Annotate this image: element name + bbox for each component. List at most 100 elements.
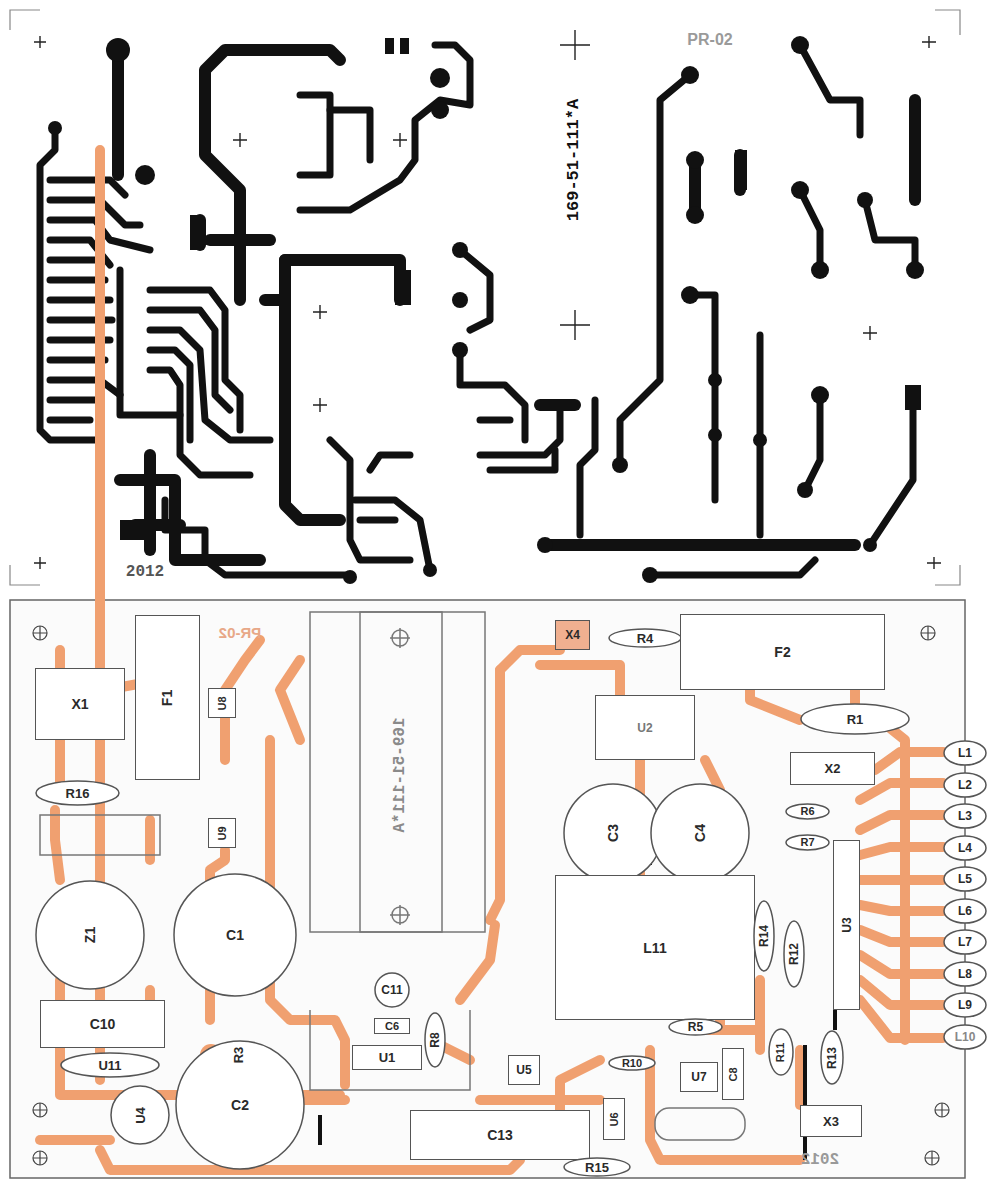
- component-outline: C4: [650, 783, 750, 883]
- component-outline: U6: [603, 1098, 625, 1140]
- part-designator: U3: [841, 917, 853, 932]
- part-designator: C10: [90, 1017, 116, 1031]
- part-designator: R14: [758, 925, 770, 947]
- component-outline: L2: [943, 772, 987, 798]
- part-designator: U8: [217, 696, 228, 710]
- part-designator: R5: [688, 1021, 703, 1033]
- board-marking: PR-02: [687, 32, 732, 48]
- part-designator: R8: [429, 1032, 441, 1047]
- part-designator: F1: [161, 689, 175, 705]
- part-designator: R12: [788, 943, 800, 965]
- component-outline: U3: [833, 840, 860, 1010]
- part-designator: U2: [637, 722, 652, 734]
- component-outline: X1: [35, 668, 125, 740]
- component-outline: R15: [563, 1157, 631, 1177]
- part-designator: U1: [379, 1051, 396, 1064]
- component-outline: C10: [40, 1000, 165, 1048]
- part-designator: R10: [622, 1058, 642, 1069]
- component-outline: C13: [410, 1110, 590, 1160]
- part-designator: C4: [693, 824, 707, 842]
- part-designator: L9: [958, 999, 972, 1011]
- part-designator: U9: [217, 826, 228, 840]
- component-outline: F1: [135, 615, 200, 780]
- part-designator: L11: [643, 941, 666, 955]
- part-designator: R1: [847, 713, 864, 726]
- component-outline: L1: [943, 740, 987, 766]
- component-outline: C3: [563, 783, 663, 883]
- part-designator: L2: [958, 779, 972, 791]
- part-designator: U5: [516, 1064, 531, 1076]
- part-designator: L7: [958, 936, 972, 948]
- part-designator: C6: [385, 1021, 399, 1032]
- component-outline: L10: [943, 1024, 987, 1050]
- part-designator: L8: [958, 968, 972, 980]
- component-outline: R12: [783, 920, 805, 988]
- part-designator: F2: [774, 645, 790, 659]
- part-designator: X4: [565, 629, 580, 641]
- board-marking: 2012: [126, 564, 164, 580]
- component-outline: X3: [800, 1105, 862, 1137]
- component-outline: L8: [943, 961, 987, 987]
- component-outline: Z1: [35, 880, 145, 990]
- component-outline: R5: [668, 1018, 723, 1036]
- component-outline: L4: [943, 835, 987, 861]
- part-designator: R16: [66, 787, 90, 800]
- part-designator: U7: [691, 1071, 706, 1083]
- part-designator: L3: [958, 810, 972, 822]
- board-marking: 2012: [801, 1152, 839, 1168]
- part-designator: C8: [728, 1067, 739, 1081]
- part-designator: C13: [487, 1128, 513, 1142]
- component-outline: R7: [785, 834, 830, 851]
- component-outline: U1: [352, 1045, 422, 1070]
- board-marking: 169-51-111*A: [565, 99, 582, 221]
- component-outline: L5: [943, 866, 987, 892]
- component-outline: R4: [608, 628, 682, 648]
- part-designator: L5: [958, 873, 972, 885]
- component-outline: X2: [790, 752, 875, 785]
- part-designator: R4: [637, 632, 654, 645]
- part-designator: C3: [606, 824, 620, 842]
- part-designator: R15: [585, 1161, 609, 1174]
- board-marking: 169-51-111*A: [392, 717, 408, 832]
- component-outline: L3: [943, 803, 987, 829]
- component-outline: U4: [110, 1085, 170, 1145]
- component-outline: U7: [680, 1062, 718, 1092]
- component-outline: R13: [820, 1030, 844, 1085]
- component-outline: U9: [208, 818, 236, 848]
- part-designator: R11: [775, 1042, 786, 1062]
- part-designator: C1: [226, 928, 244, 942]
- component-outline: R8: [424, 1012, 446, 1068]
- part-designator: L4: [958, 842, 972, 854]
- component-outline: C1: [173, 873, 297, 997]
- component-outline: R11: [768, 1028, 794, 1076]
- component-outline: L7: [943, 929, 987, 955]
- part-designator: U6: [609, 1112, 620, 1126]
- part-designator: R7: [800, 837, 814, 848]
- component-outline: R6: [785, 803, 830, 820]
- component-outline: C6: [374, 1018, 410, 1034]
- part-designator: R13: [826, 1046, 838, 1068]
- component-outline: U5: [508, 1055, 540, 1085]
- component-outline: L9: [943, 992, 987, 1018]
- part-designator: L1: [958, 747, 972, 759]
- part-designator: L10: [955, 1031, 976, 1043]
- part-designator: L6: [958, 905, 972, 917]
- component-outline: U11: [60, 1052, 160, 1078]
- component-outline: U8: [208, 688, 236, 718]
- part-designator: C11: [381, 984, 402, 996]
- component-outline: C8: [722, 1048, 744, 1100]
- part-designator: X3: [823, 1115, 839, 1128]
- part-designator: R6: [800, 806, 814, 817]
- component-outline: U2: [595, 695, 695, 760]
- part-designator: C2: [231, 1098, 249, 1112]
- part-designator: U11: [98, 1059, 121, 1072]
- component-outline: R14: [753, 900, 775, 972]
- part-designator: U4: [134, 1107, 147, 1124]
- component-outline: F2: [680, 614, 885, 690]
- part-designator: X2: [825, 762, 841, 775]
- component-outline: C11: [374, 972, 410, 1008]
- component-outline: X4: [555, 620, 590, 650]
- component-outline: R16: [35, 780, 120, 806]
- board-marking: R3: [232, 1047, 245, 1064]
